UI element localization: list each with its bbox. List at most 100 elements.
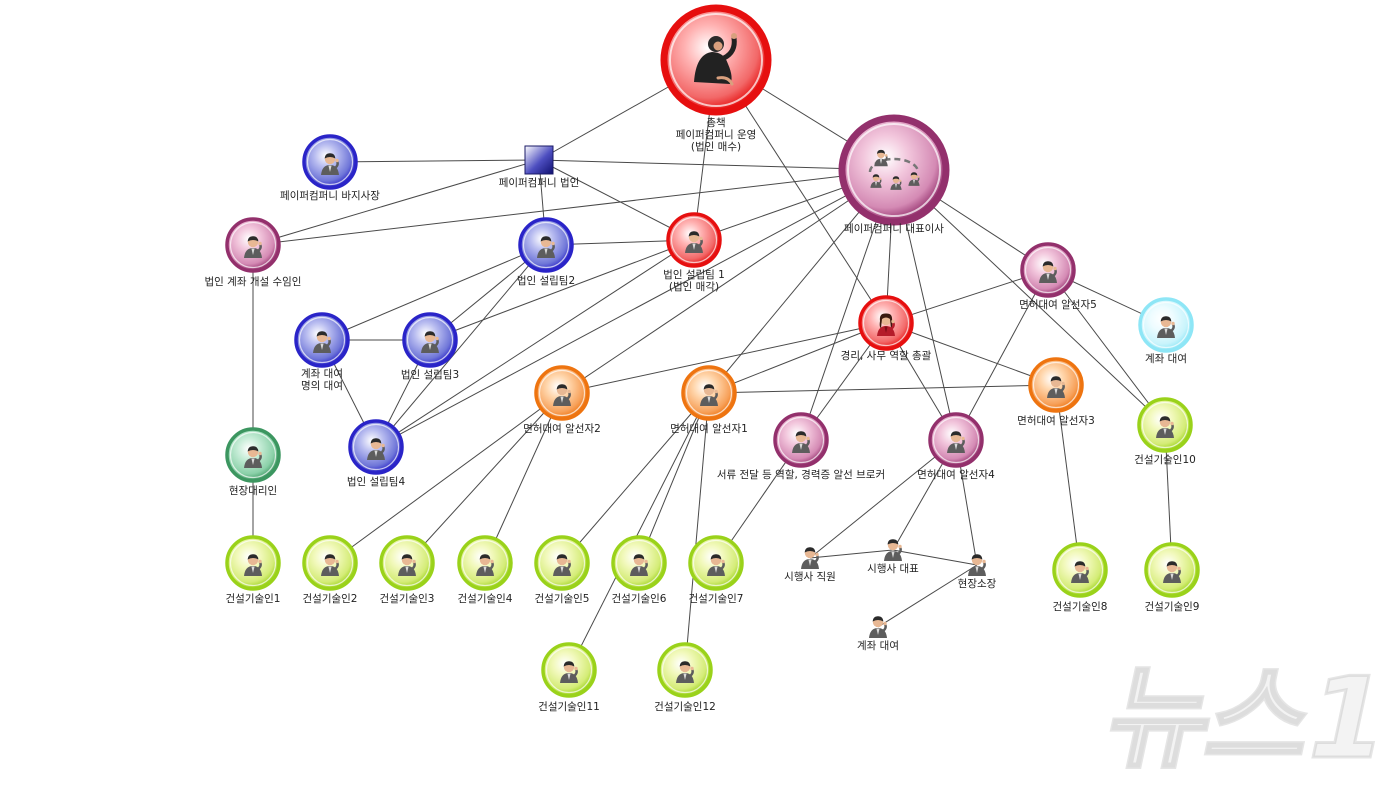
node-label-corp: 페이퍼컴퍼니 법인 <box>499 177 580 189</box>
node-gyeongri[interactable]: 경리, 사무 역할 총괄 <box>841 295 932 362</box>
node-b2[interactable]: 면허대여 알선자2 <box>523 365 601 435</box>
node-t9[interactable]: 건설기술인9 <box>1144 542 1200 613</box>
node-label-t8: 건설기술인8 <box>1053 601 1108 613</box>
node-t7[interactable]: 건설기술인7 <box>688 535 744 605</box>
node-label-team4: 법인 설립팀4 <box>347 475 406 488</box>
node-corp[interactable]: 페이퍼컴퍼니 법인 <box>499 145 580 189</box>
person-icon <box>541 642 597 698</box>
person-icon <box>379 535 435 591</box>
edge-b2-t4 <box>484 392 563 564</box>
node-label-gyeongri: 경리, 사무 역할 총괄 <box>841 349 932 362</box>
node-t8[interactable]: 건설기술인8 <box>1052 542 1108 613</box>
node-b4[interactable]: 면허대여 알선자4 <box>917 412 995 481</box>
node-t12[interactable]: 건설기술인12 <box>654 642 716 713</box>
node-label-t5: 건설기술인5 <box>535 593 590 605</box>
edge-team2-rent1 <box>321 244 547 341</box>
node-b5[interactable]: 면허대여 알선자5 <box>1019 242 1097 311</box>
node-label-b2: 면허대여 알선자2 <box>523 423 601 435</box>
person-icon <box>534 535 590 591</box>
person-icon <box>518 217 574 273</box>
node-team4[interactable]: 법인 설립팀4 <box>347 419 406 488</box>
edge-team2-team4 <box>375 244 547 448</box>
node-label-acct: 법인 계좌 개설 수임인 <box>205 275 302 288</box>
node-label-team1: (법인 매각) <box>669 281 719 293</box>
node-t6[interactable]: 건설기술인6 <box>611 535 667 605</box>
edge-corp-team1 <box>538 159 695 241</box>
node-b3[interactable]: 면허대여 알선자3 <box>1017 357 1095 427</box>
person-icon <box>928 412 984 468</box>
node-t3[interactable]: 건설기술인3 <box>379 535 435 605</box>
person-icon <box>302 134 358 190</box>
node-label-chong: 총책 <box>706 117 725 129</box>
node-team3[interactable]: 법인 설립팀3 <box>401 312 459 381</box>
node-t4[interactable]: 건설기술인4 <box>457 535 513 605</box>
edge-b1-t5 <box>561 392 710 564</box>
node-team1[interactable]: 법인 설립팀 1(법인 매각) <box>663 212 725 293</box>
node-label-rent3: 계좌 대여 <box>857 640 899 652</box>
node-label-b5: 면허대여 알선자5 <box>1019 299 1097 311</box>
edge-ceo-team4 <box>375 169 895 448</box>
node-rent3[interactable]: 계좌 대여 <box>857 616 899 652</box>
node-label-t4: 건설기술인4 <box>458 593 513 605</box>
node-rep[interactable]: 시행사 대표 <box>867 539 919 575</box>
node-t1[interactable]: 건설기술인1 <box>225 535 281 605</box>
node-label-t11: 건설기술인11 <box>538 701 600 713</box>
node-label-t9: 건설기술인9 <box>1145 601 1200 613</box>
node-team2[interactable]: 법인 설립팀2 <box>517 217 575 287</box>
person-icon <box>1028 357 1084 413</box>
node-baji[interactable]: 페이퍼컴퍼니 바지사장 <box>280 134 380 202</box>
person-icon <box>294 312 350 368</box>
edge-gyeongri-b3 <box>885 322 1057 386</box>
node-label-baji: 페이퍼컴퍼니 바지사장 <box>280 190 380 202</box>
node-label-t1: 건설기술인1 <box>226 593 281 605</box>
edge-ceo-acct <box>252 169 895 246</box>
edge-staff-rep <box>809 549 894 559</box>
node-t11[interactable]: 건설기술인11 <box>538 642 600 713</box>
node-label-broker: 서류 전달 등 역할, 경력증 알선 브로커 <box>717 468 885 481</box>
edge-b1-t6 <box>638 392 710 564</box>
person-icon <box>225 427 281 483</box>
person-icon <box>773 412 829 468</box>
node-label-site_agent: 현장대리인 <box>229 485 277 497</box>
person-icon <box>869 616 887 638</box>
node-label-team2: 법인 설립팀2 <box>517 274 575 287</box>
node-acct[interactable]: 법인 계좌 개설 수임인 <box>205 217 302 288</box>
person-icon <box>225 217 281 273</box>
node-staff[interactable]: 시행사 직원 <box>784 547 836 583</box>
edge-b1-b3 <box>708 384 1057 394</box>
edge-gyeongri-b2 <box>561 322 887 394</box>
node-label-chong: (법인 매수) <box>691 141 741 153</box>
node-label-b4: 면허대여 알선자4 <box>917 469 995 481</box>
node-label-t3: 건설기술인3 <box>380 593 435 605</box>
puppet-master-icon <box>660 4 772 116</box>
node-sitechief[interactable]: 현장소장 <box>958 554 997 590</box>
node-t2[interactable]: 건설기술인2 <box>302 535 358 605</box>
node-label-t2: 건설기술인2 <box>303 593 358 605</box>
group-icon <box>838 114 950 226</box>
person-icon <box>968 554 986 576</box>
node-site_agent[interactable]: 현장대리인 <box>225 427 281 497</box>
edge-b2-t3 <box>406 392 563 564</box>
node-ceo[interactable]: 페이퍼컴퍼니 대표이사 <box>838 114 950 235</box>
node-rent2[interactable]: 계좌 대여 <box>1138 297 1194 365</box>
woman-icon <box>858 295 914 351</box>
edge-ceo-t10 <box>893 169 1166 426</box>
node-label-team1: 법인 설립팀 1 <box>663 268 725 281</box>
edge-corp-acct <box>252 159 540 246</box>
node-t5[interactable]: 건설기술인5 <box>534 535 590 605</box>
square-node-icon <box>524 145 554 175</box>
node-b1[interactable]: 면허대여 알선자1 <box>670 365 748 435</box>
node-label-t12: 건설기술인12 <box>654 701 716 713</box>
person-icon <box>457 535 513 591</box>
edge-b1-t12 <box>684 392 710 671</box>
person-icon <box>1138 297 1194 353</box>
person-icon <box>688 535 744 591</box>
edge-ceo-b2 <box>561 169 895 394</box>
node-broker[interactable]: 서류 전달 등 역할, 경력증 알선 브로커 <box>717 412 885 481</box>
node-t10[interactable]: 건설기술인10 <box>1134 397 1196 466</box>
